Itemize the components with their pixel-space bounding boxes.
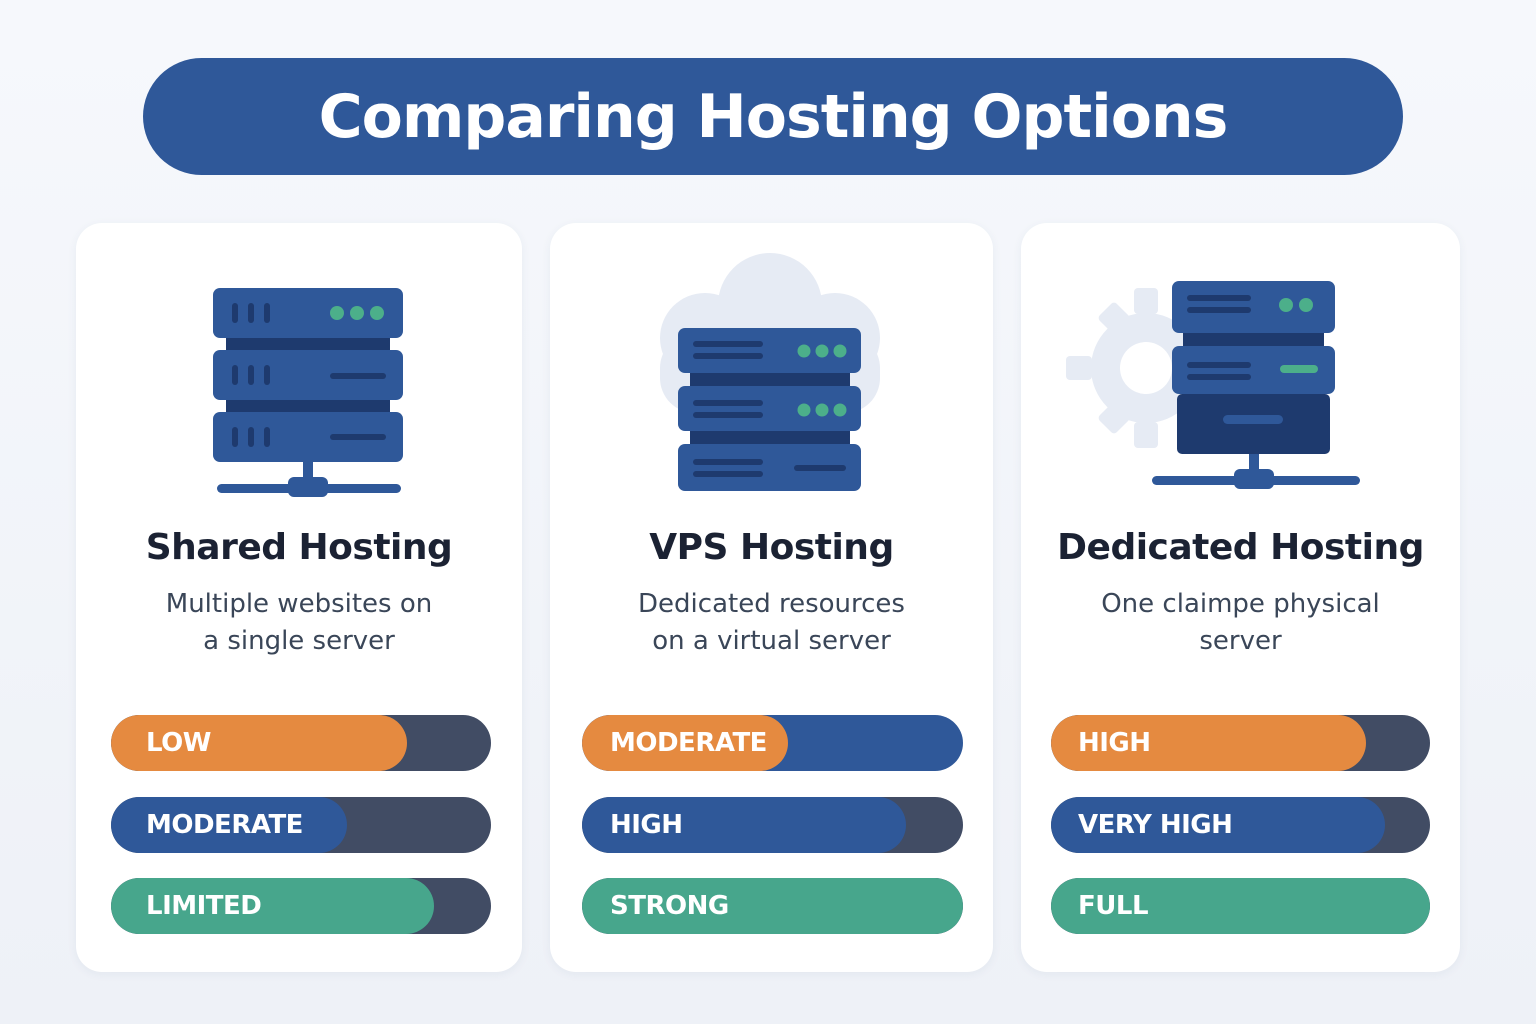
meter-bar: HIGH <box>1051 715 1430 771</box>
meter-fill <box>582 715 788 771</box>
meter-label: MODERATE <box>146 810 303 840</box>
page-title: Comparing Hosting Options <box>318 81 1229 152</box>
description-line: server <box>1199 626 1282 656</box>
meter-fill <box>1051 797 1385 853</box>
meter-fill <box>111 797 347 853</box>
meter-label: HIGH <box>1078 728 1151 758</box>
card-description: One claimpe physical server <box>1061 586 1420 660</box>
meter-label: LIMITED <box>146 891 262 921</box>
meter-fill <box>582 797 906 853</box>
meter-label: VERY HIGH <box>1078 810 1233 840</box>
meter-bar: HIGH <box>582 797 963 853</box>
meter-label: STRONG <box>610 891 729 921</box>
meter-fill <box>1051 878 1430 934</box>
gear-server-icon <box>1021 243 1460 533</box>
cloud-server-icon <box>550 243 993 533</box>
meter-bar: MODERATE <box>582 715 963 771</box>
meter-bar: LOW <box>111 715 491 771</box>
description-line: a single server <box>203 626 395 656</box>
meter-label: HIGH <box>610 810 683 840</box>
shared-hosting-card: Shared Hosting Multiple websites on a si… <box>76 223 522 972</box>
meter-bar: FULL <box>1051 878 1430 934</box>
description-line: One claimpe physical <box>1101 589 1380 619</box>
meter-bar: STRONG <box>582 878 963 934</box>
meter-fill <box>111 878 434 934</box>
card-title: Dedicated Hosting <box>1057 527 1424 568</box>
meter-bar: VERY HIGH <box>1051 797 1430 853</box>
meter-fill <box>111 715 408 771</box>
card-title: VPS Hosting <box>649 527 894 568</box>
dedicated-hosting-card: Dedicated Hosting One claimpe physical s… <box>1021 223 1460 972</box>
meter-label: MODERATE <box>610 728 767 758</box>
card-description: Dedicated resources on a virtual server <box>590 586 953 660</box>
description-line: Dedicated resources <box>638 589 905 619</box>
description-line: on a virtual server <box>652 626 891 656</box>
card-title: Shared Hosting <box>145 527 453 568</box>
description-line: Multiple websites on <box>165 589 433 619</box>
meter-fill <box>1051 715 1366 771</box>
title-banner: Comparing Hosting Options <box>143 58 1403 175</box>
meter-fill <box>582 878 963 934</box>
meter-bar: LIMITED <box>111 878 491 934</box>
card-description: Multiple websites on a single server <box>116 586 482 660</box>
vps-hosting-card: VPS Hosting Dedicated resources on a vir… <box>550 223 993 972</box>
meter-bar: MODERATE <box>111 797 491 853</box>
meter-label: FULL <box>1078 891 1149 921</box>
meter-label: LOW <box>146 728 211 758</box>
server-rack-icon <box>76 243 522 533</box>
